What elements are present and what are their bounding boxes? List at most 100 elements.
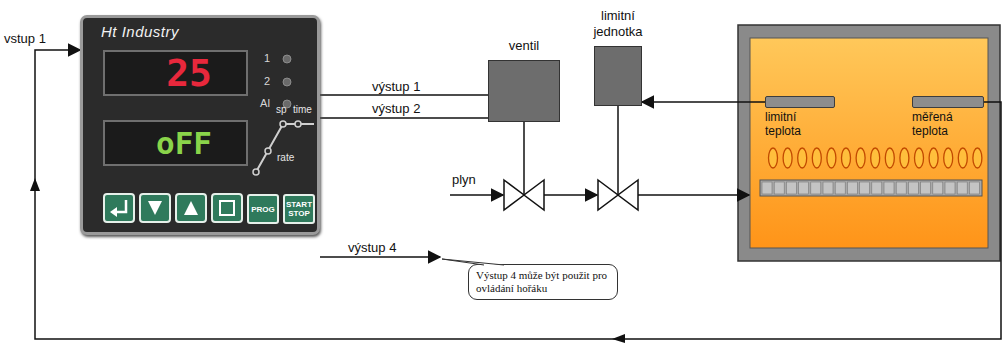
flame bbox=[900, 148, 909, 168]
display-bottom: oFF bbox=[103, 120, 248, 166]
burner-cell bbox=[884, 182, 894, 194]
node-text: limitní jednotka bbox=[578, 8, 658, 40]
gas-pipe bbox=[544, 194, 597, 196]
burner-cell bbox=[799, 182, 809, 194]
controller-panel: Ht Industry 25 oFFPROG START STOP bbox=[80, 15, 320, 235]
flame bbox=[929, 148, 938, 168]
unit-box bbox=[488, 60, 560, 122]
signal-label: výstup 2 bbox=[372, 101, 420, 116]
burner-cell bbox=[921, 182, 931, 194]
burner-cell bbox=[896, 182, 906, 194]
burner-cell bbox=[847, 182, 857, 194]
ramp-dot bbox=[295, 121, 301, 127]
furnace-frame bbox=[738, 25, 1000, 261]
prog-button: PROG bbox=[247, 194, 279, 224]
node-text: Výstup 4 může být použit pro ovládání ho… bbox=[476, 269, 610, 295]
display-value: 25 bbox=[105, 52, 246, 94]
valve-symbol bbox=[504, 180, 524, 210]
valve-stem bbox=[523, 122, 525, 195]
ramp-label: time bbox=[293, 104, 312, 116]
ramp-dot bbox=[253, 169, 259, 175]
burner-cell bbox=[933, 182, 943, 194]
ramp-dot bbox=[265, 148, 271, 154]
unit-box bbox=[594, 46, 642, 106]
flame bbox=[842, 148, 851, 168]
enter-button bbox=[104, 194, 134, 222]
valve-stem bbox=[617, 106, 619, 195]
enter-icon bbox=[114, 200, 126, 212]
ramp-label: sp bbox=[276, 104, 287, 116]
flame bbox=[944, 148, 953, 168]
burner-cell bbox=[969, 182, 979, 194]
burner-cell bbox=[860, 182, 870, 194]
brand-text: Ht Industry bbox=[101, 23, 179, 40]
output-line bbox=[320, 256, 440, 258]
indicator-label: 2 bbox=[264, 75, 270, 88]
burner-cell bbox=[823, 182, 833, 194]
flame-row bbox=[769, 148, 982, 168]
sensor-rod bbox=[912, 96, 984, 108]
down-button bbox=[140, 194, 170, 222]
signal-label: vstup 1 bbox=[4, 31, 46, 46]
node-text: měřená teplota bbox=[912, 110, 984, 138]
burner-cell bbox=[762, 182, 772, 194]
valve-symbol bbox=[524, 180, 544, 210]
burner-cell bbox=[786, 182, 796, 194]
valve-symbol bbox=[618, 180, 638, 210]
flame bbox=[827, 148, 836, 168]
burner-cell bbox=[872, 182, 882, 194]
burner-cell bbox=[811, 182, 821, 194]
ramp-label: rate bbox=[277, 152, 294, 164]
signal-label: výstup 1 bbox=[372, 79, 420, 94]
up-button bbox=[176, 194, 206, 222]
flame bbox=[812, 148, 821, 168]
gas-pipe bbox=[638, 194, 749, 196]
flame bbox=[783, 148, 792, 168]
indicator-led bbox=[283, 78, 291, 86]
flame bbox=[871, 148, 880, 168]
signal-line bbox=[320, 94, 488, 96]
indicator-label: AI bbox=[260, 97, 270, 110]
burner bbox=[760, 180, 982, 196]
indicator-label: 1 bbox=[264, 52, 270, 65]
node-text: limitní teplota bbox=[765, 110, 835, 138]
valve-symbol bbox=[598, 180, 618, 210]
callout-tail bbox=[442, 259, 504, 265]
burner-cell bbox=[957, 182, 967, 194]
burner-cell bbox=[908, 182, 918, 194]
down-icon bbox=[148, 201, 162, 215]
valve-actuator: ventil bbox=[478, 38, 570, 122]
indicator-led bbox=[283, 55, 291, 63]
signal-label: výstup 4 bbox=[348, 240, 396, 255]
ramp-symbol bbox=[256, 124, 314, 172]
signal-line bbox=[642, 101, 765, 103]
limit-unit: limitní jednotka bbox=[578, 8, 658, 106]
spare-icon bbox=[220, 201, 234, 215]
display-top: 25 bbox=[103, 50, 248, 96]
spare-button bbox=[212, 194, 242, 222]
up-icon bbox=[184, 201, 198, 215]
flame bbox=[915, 148, 924, 168]
node-text: START STOP bbox=[285, 200, 313, 218]
sensor-rod bbox=[765, 96, 835, 108]
signal-line bbox=[320, 117, 488, 119]
burner-cell bbox=[835, 182, 845, 194]
flame bbox=[958, 148, 967, 168]
medium-label: plyn bbox=[452, 172, 476, 187]
burner-cell bbox=[774, 182, 784, 194]
furnace-chamber bbox=[750, 38, 988, 248]
burner-bar bbox=[760, 180, 982, 196]
flame bbox=[885, 148, 894, 168]
gas-pipe bbox=[450, 194, 503, 196]
flame bbox=[798, 148, 807, 168]
enter-icon bbox=[110, 207, 117, 217]
node-text: ventil bbox=[478, 38, 570, 54]
flame bbox=[769, 148, 778, 168]
ramp-dot bbox=[280, 121, 286, 127]
flame bbox=[973, 148, 982, 168]
measuring-sensor: měřená teplota bbox=[912, 96, 984, 138]
display-value: oFF bbox=[105, 122, 246, 164]
callout-note: Výstup 4 může být použit pro ovládání ho… bbox=[468, 264, 618, 300]
limit-sensor: limitní teplota bbox=[765, 96, 835, 138]
flame bbox=[856, 148, 865, 168]
